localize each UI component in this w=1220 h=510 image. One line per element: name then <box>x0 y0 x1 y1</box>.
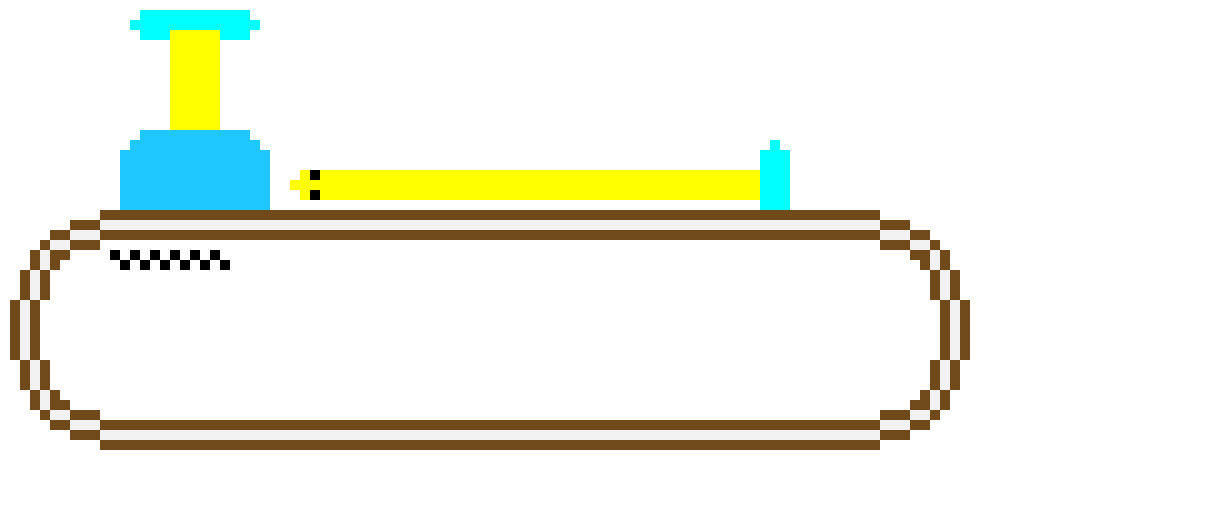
hose-mark-bottom <box>310 190 320 200</box>
race-track-icon <box>10 210 970 450</box>
hose-icon[interactable] <box>290 140 790 210</box>
track-bottom-outer <box>100 440 880 450</box>
track-top-inner <box>100 230 880 240</box>
pump-body <box>120 130 270 210</box>
track-right-curve <box>880 220 970 440</box>
finish-line-icon <box>110 250 230 270</box>
hose-tube <box>300 170 770 200</box>
track-left-curve-stripe <box>20 230 100 430</box>
track-bottom-stripe <box>100 430 880 440</box>
pump-icon[interactable] <box>120 10 270 210</box>
nozzle-icon <box>760 140 790 210</box>
track-left-curve <box>10 220 100 440</box>
track-bottom-inner <box>100 420 880 430</box>
track-right-curve-stripe <box>880 230 960 430</box>
pump-shaft <box>170 30 220 130</box>
hose-mark-top <box>310 170 320 180</box>
hose-tip <box>290 180 300 190</box>
track-top-stripe <box>100 220 880 230</box>
track-top-outer <box>100 210 880 220</box>
